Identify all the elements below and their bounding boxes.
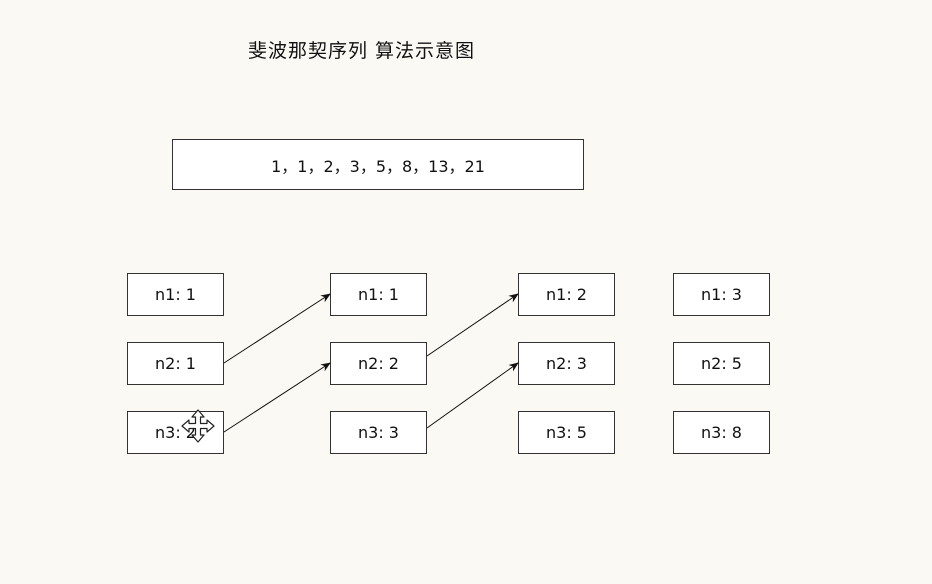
node-c3-n3[interactable]: n3: 8 bbox=[673, 411, 770, 454]
node-c3-n2[interactable]: n2: 5 bbox=[673, 342, 770, 385]
node-label: n3: 8 bbox=[701, 423, 742, 442]
node-c1-n2[interactable]: n2: 2 bbox=[330, 342, 427, 385]
arrow-c1n2-to-c2n1 bbox=[426, 293, 519, 357]
node-label: n1: 1 bbox=[358, 285, 399, 304]
node-c3-n1[interactable]: n1: 3 bbox=[673, 273, 770, 316]
node-label: n2: 2 bbox=[358, 354, 399, 373]
move-cursor-icon bbox=[181, 409, 215, 443]
node-c0-n1[interactable]: n1: 1 bbox=[127, 273, 224, 316]
node-c1-n3[interactable]: n3: 3 bbox=[330, 411, 427, 454]
arrow-c0n3-to-c1n2 bbox=[223, 362, 331, 433]
arrow-c0n2-to-c1n1 bbox=[223, 293, 331, 364]
node-c2-n1[interactable]: n1: 2 bbox=[518, 273, 615, 316]
arrow-c1n3-to-c2n2 bbox=[426, 362, 519, 429]
node-c1-n1[interactable]: n1: 1 bbox=[330, 273, 427, 316]
sequence-text: 1，1，2，3，5，8，13，21 bbox=[271, 156, 485, 176]
node-label: n1: 3 bbox=[701, 285, 742, 304]
diagram-title: 斐波那契序列 算法示意图 bbox=[248, 40, 476, 62]
node-label: n2: 1 bbox=[155, 354, 196, 373]
node-label: n2: 3 bbox=[546, 354, 587, 373]
node-c0-n2[interactable]: n2: 1 bbox=[127, 342, 224, 385]
sequence-box: 1，1，2，3，5，8，13，21 bbox=[172, 139, 584, 190]
node-label: n3: 5 bbox=[546, 423, 587, 442]
node-c2-n3[interactable]: n3: 5 bbox=[518, 411, 615, 454]
node-label: n3: 3 bbox=[358, 423, 399, 442]
node-label: n2: 5 bbox=[701, 354, 742, 373]
node-label: n1: 1 bbox=[155, 285, 196, 304]
node-label: n1: 2 bbox=[546, 285, 587, 304]
node-c2-n2[interactable]: n2: 3 bbox=[518, 342, 615, 385]
